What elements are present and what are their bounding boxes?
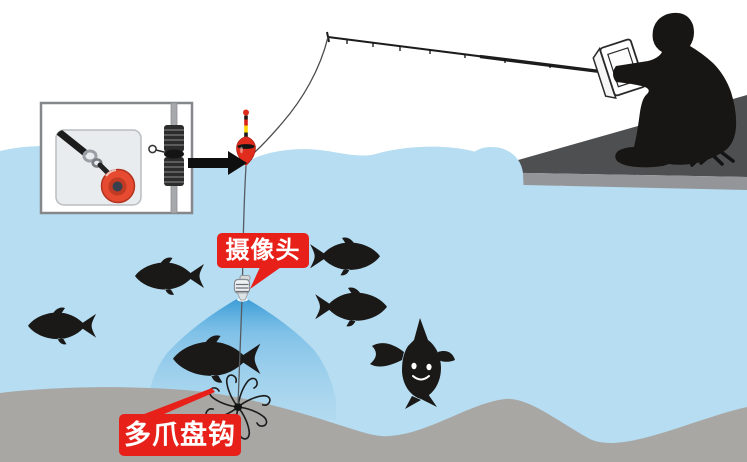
hook-label: 多爪盘钩 [119,414,241,456]
underwater-camera [233,275,251,302]
camera-connector-closeup [56,130,136,204]
fishing-rod [326,31,621,76]
fish-smile [412,375,430,381]
multi-claw-hook-rig [203,372,273,442]
fisherman-silhouette [613,12,737,168]
front-facing-fish [370,318,455,409]
water-wave-at-dock [464,147,524,197]
line-stopper-rod [148,102,184,214]
line-eyelet [148,144,157,154]
hook-rig-center [234,403,242,411]
camera-label-pointer [250,265,284,289]
dock-front-edge [476,172,747,190]
float-bobber [236,109,256,166]
camera-label: 摄像头 [217,233,309,268]
rod-guides [346,40,551,68]
fishing-line [246,36,329,160]
inset-photo-box [39,101,194,215]
fish-eye [426,363,432,371]
pointer-arrow [188,151,247,175]
fish-eye [411,362,417,370]
